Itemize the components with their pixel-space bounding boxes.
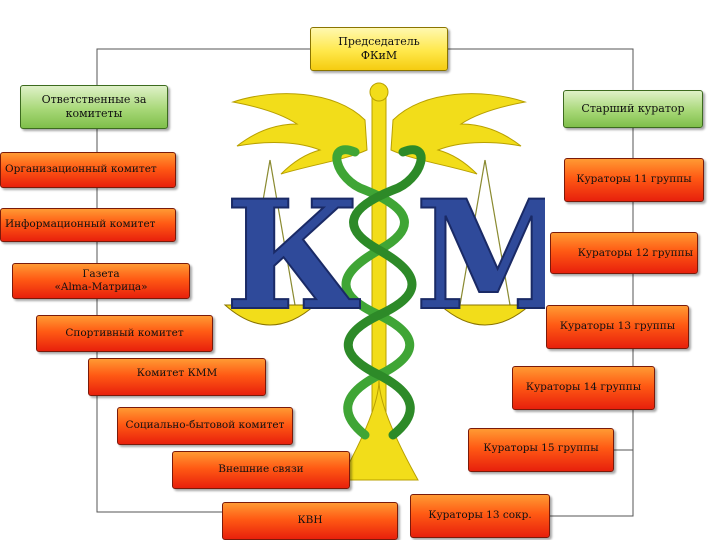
curators-group-11-node: Кураторы 11 группы bbox=[564, 158, 704, 202]
committee-info-node: Информационный комитет bbox=[0, 208, 176, 242]
staff-knob-icon bbox=[369, 82, 389, 102]
kim-emblem: К М bbox=[223, 82, 545, 481]
scales-icon bbox=[244, 159, 511, 306]
committee-social-node: Социально-бытовой комитет bbox=[117, 407, 293, 445]
committee-kvn-node: КВН bbox=[222, 502, 398, 540]
committee-external-node: Внешние связи bbox=[172, 451, 350, 489]
committees-head-node: Ответственные за комитеты bbox=[20, 85, 168, 129]
committee-org-node: Организационный комитет bbox=[0, 152, 176, 188]
snake-icon-2 bbox=[344, 145, 426, 440]
scale-pan-left-icon bbox=[223, 304, 317, 326]
curators-group-13-short-node: Кураторы 13 сокр. bbox=[410, 494, 550, 538]
curators-group-13-node: Кураторы 13 группы bbox=[546, 305, 689, 349]
chairman-node: Председатель ФКиМ bbox=[310, 27, 448, 71]
emblem-letter-k: К bbox=[225, 168, 361, 344]
committee-sport-node: Спортивный комитет bbox=[36, 315, 213, 352]
curators-group-12-node: Кураторы 12 группы bbox=[550, 232, 698, 274]
emblem-letter-m: М bbox=[415, 168, 545, 344]
committee-newspaper-node: Газета «Alma-Матрица» bbox=[12, 263, 190, 299]
curators-group-15-node: Кураторы 15 группы bbox=[468, 428, 614, 472]
senior-curator-node: Старший куратор bbox=[563, 90, 703, 128]
scale-pan-right-icon bbox=[438, 304, 532, 326]
wing-left-icon bbox=[231, 93, 368, 175]
curators-group-14-node: Кураторы 14 группы bbox=[512, 366, 655, 410]
committee-kmm-node: Комитет КММ bbox=[88, 358, 266, 396]
wing-right-icon bbox=[390, 93, 527, 175]
